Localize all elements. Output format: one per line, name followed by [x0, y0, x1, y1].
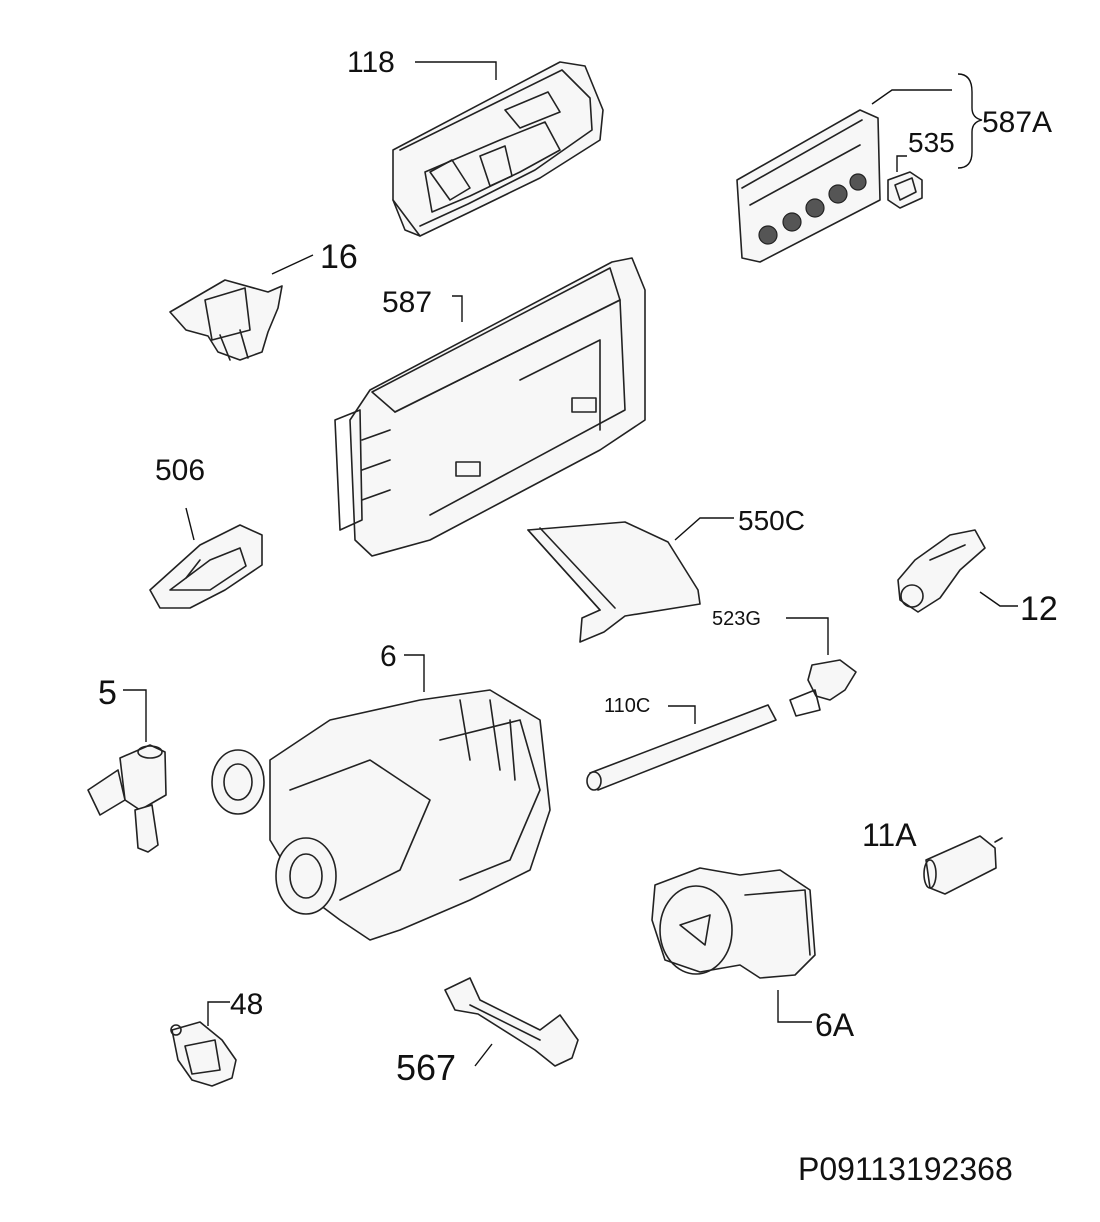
part-16-door-lock: [169, 279, 283, 361]
label-5: 5: [98, 674, 117, 712]
part-587-electronic-module: [334, 257, 646, 557]
leader-118: [415, 61, 497, 80]
label-16: 16: [320, 238, 358, 276]
label-506: 506: [155, 454, 205, 487]
part-523G-connector: [789, 659, 857, 717]
part-506-bracket: [149, 524, 263, 609]
leader-587A: [871, 89, 952, 105]
label-11A: 11A: [862, 817, 917, 853]
part-6-circulation-pump: [211, 689, 551, 941]
part-587A-control-module: [736, 109, 881, 263]
leader-6A: [777, 990, 812, 1023]
leader-567: [474, 1043, 493, 1067]
leader-535: [896, 155, 907, 172]
label-523G: 523G: [712, 608, 761, 630]
part-48-pressure-switch: [170, 1021, 237, 1087]
label-535: 535: [908, 127, 955, 158]
part-12-sensor: [897, 529, 986, 613]
label-12: 12: [1020, 590, 1058, 628]
part-5-inlet-valve: [87, 744, 167, 853]
part-110C-hose: [586, 704, 777, 791]
leader-506: [185, 507, 195, 541]
label-6: 6: [380, 640, 397, 673]
reference-code: P09113192368: [798, 1151, 1013, 1187]
leader-48: [207, 1001, 230, 1026]
leader-587: [452, 295, 463, 322]
label-110C: 110C: [604, 695, 650, 717]
brace-587A: [957, 73, 983, 169]
part-11A-capacitor: [923, 835, 1003, 895]
label-587: 587: [382, 286, 432, 319]
leader-16: [271, 254, 314, 275]
label-6A: 6A: [815, 1007, 855, 1043]
part-535-connector: [887, 171, 923, 209]
leader-550C: [674, 517, 734, 541]
leader-6: [404, 654, 425, 692]
label-587A: 587A: [982, 106, 1052, 139]
leader-110C: [668, 705, 696, 724]
part-118-panel-cover: [392, 61, 604, 237]
part-6A-drain-pump: [651, 867, 816, 979]
label-567: 567: [396, 1047, 456, 1088]
part-567-cable-clip: [444, 977, 579, 1067]
leader-12: [979, 591, 1018, 607]
part-550C-flap: [527, 521, 701, 643]
label-48: 48: [230, 988, 263, 1021]
leader-5: [123, 689, 147, 742]
leader-523G: [786, 617, 829, 655]
label-550C: 550C: [738, 505, 805, 536]
label-118: 118: [347, 46, 395, 79]
